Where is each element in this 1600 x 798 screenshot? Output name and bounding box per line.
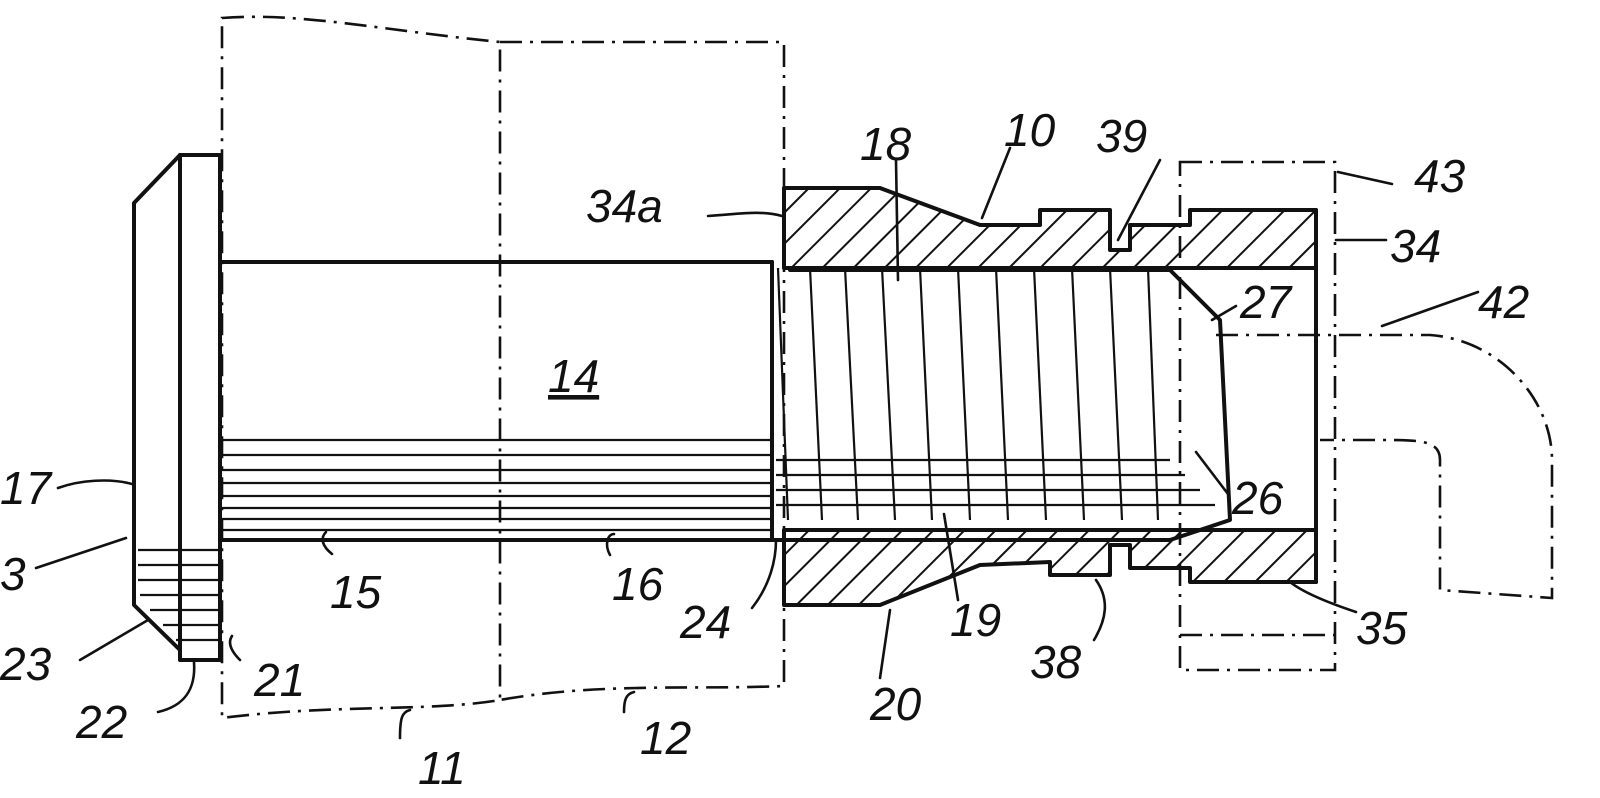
label-26: 26 — [1231, 472, 1284, 524]
threaded-section — [770, 260, 1232, 542]
reference-labels: 18 10 39 43 34a 34 42 27 14 17 26 3 15 1… — [0, 104, 1529, 794]
label-12: 12 — [640, 712, 691, 764]
label-11: 11 — [418, 742, 466, 794]
label-34a: 34a — [586, 180, 663, 232]
label-23: 23 — [0, 638, 52, 690]
label-15: 15 — [330, 566, 382, 618]
label-43: 43 — [1414, 150, 1466, 202]
phantom-structure-43 — [1178, 160, 1554, 672]
label-39: 39 — [1096, 110, 1147, 162]
label-22: 22 — [75, 696, 127, 748]
nut-body-section — [782, 186, 1318, 607]
label-18: 18 — [860, 118, 912, 170]
label-10: 10 — [1004, 104, 1056, 156]
label-38: 38 — [1030, 636, 1082, 688]
phantom-structure-12 — [499, 40, 786, 702]
label-20: 20 — [869, 678, 922, 730]
label-27: 27 — [1239, 276, 1293, 328]
label-19: 19 — [950, 594, 1001, 646]
label-21: 21 — [253, 654, 305, 706]
label-24: 24 — [679, 596, 731, 648]
bolt-shank — [218, 260, 774, 542]
label-42: 42 — [1478, 276, 1529, 328]
leader-lines — [34, 146, 1480, 740]
label-34: 34 — [1390, 220, 1441, 272]
bolt-head — [132, 153, 222, 662]
label-17: 17 — [0, 462, 53, 514]
label-3: 3 — [0, 548, 26, 600]
label-35: 35 — [1356, 602, 1408, 654]
label-14: 14 — [548, 350, 599, 402]
label-16: 16 — [612, 558, 664, 610]
